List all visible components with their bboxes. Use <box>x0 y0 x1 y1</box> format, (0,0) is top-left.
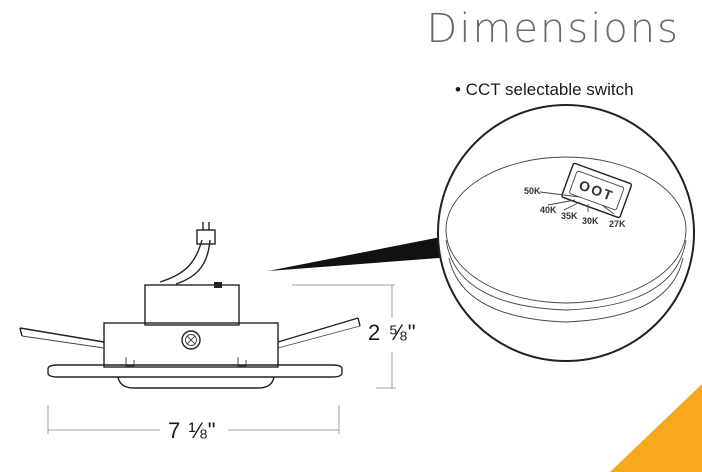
corner-accent <box>610 384 702 472</box>
cct-switch-callout: • CCT selectable switch <box>455 80 634 99</box>
switch-position-30k: 30K <box>582 216 599 226</box>
callout-pointer <box>268 236 452 271</box>
switch-position-27k: 27K <box>609 219 626 229</box>
switch-magnifier: OOT 50K 40K 35K 30K 27K <box>437 104 695 362</box>
switch-position-40k: 40K <box>540 205 557 215</box>
switch-position-35k: 35K <box>561 211 578 221</box>
width-dimension-label: 7 ⅛" <box>168 418 217 443</box>
fixture-drawing <box>19 222 361 389</box>
width-dimension-line <box>47 405 340 434</box>
switch-position-50k: 50K <box>524 186 541 196</box>
page-title: Dimensions <box>426 6 680 52</box>
height-dimension-line <box>292 284 396 389</box>
height-dimension-label: 2 ⅝" <box>368 320 417 345</box>
